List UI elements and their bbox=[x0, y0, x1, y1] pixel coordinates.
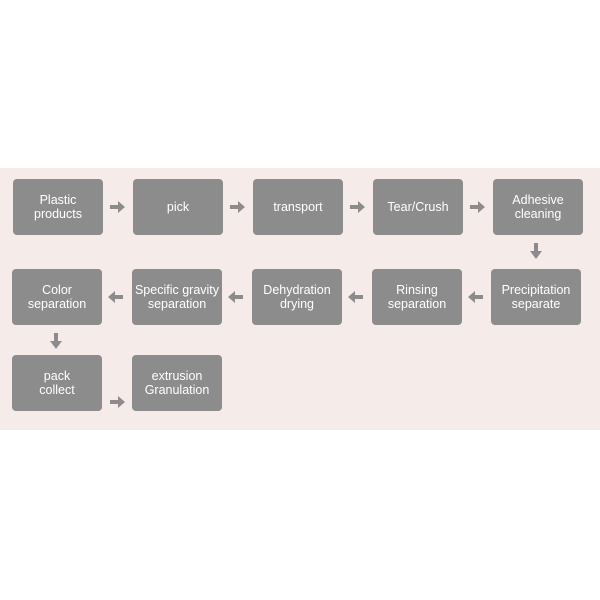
step-pack-collect: pack collect bbox=[12, 355, 102, 411]
step-extrusion-granulation: extrusion Granulation bbox=[132, 355, 222, 411]
arrow-right-icon bbox=[110, 201, 125, 213]
arrow-left-icon bbox=[228, 291, 243, 303]
arrow-right-icon bbox=[230, 201, 245, 213]
step-transport: transport bbox=[253, 179, 343, 235]
step-color-separation: Color separation bbox=[12, 269, 102, 325]
arrow-down-icon bbox=[50, 333, 62, 349]
step-dehydration-drying: Dehydration drying bbox=[252, 269, 342, 325]
step-pick: pick bbox=[133, 179, 223, 235]
arrow-right-icon bbox=[110, 396, 125, 408]
arrow-left-icon bbox=[468, 291, 483, 303]
step-specific-gravity-separation: Specific gravity separation bbox=[132, 269, 222, 325]
arrow-left-icon bbox=[348, 291, 363, 303]
arrow-down-icon bbox=[530, 243, 542, 259]
step-tear-crush: Tear/Crush bbox=[373, 179, 463, 235]
step-precipitation-separate: Precipitation separate bbox=[491, 269, 581, 325]
step-adhesive-cleaning: Adhesive cleaning bbox=[493, 179, 583, 235]
flowchart-panel: Plastic products pick transport Tear/Cru… bbox=[0, 168, 600, 430]
arrow-right-icon bbox=[470, 201, 485, 213]
arrow-left-icon bbox=[108, 291, 123, 303]
arrow-right-icon bbox=[350, 201, 365, 213]
step-plastic-products: Plastic products bbox=[13, 179, 103, 235]
step-rinsing-separation: Rinsing separation bbox=[372, 269, 462, 325]
